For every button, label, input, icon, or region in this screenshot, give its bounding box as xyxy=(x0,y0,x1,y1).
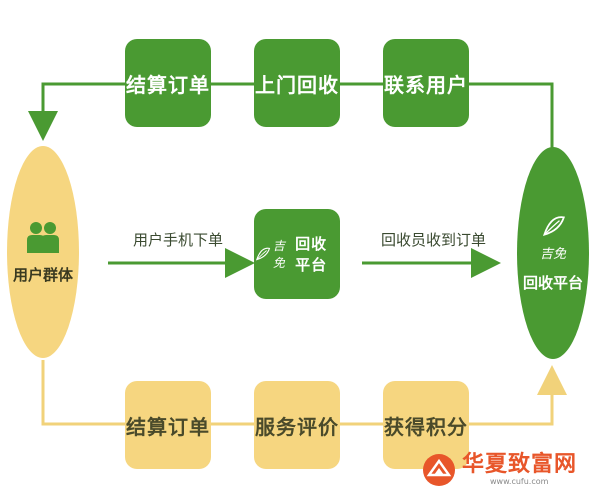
watermark-text: 华夏致富网 xyxy=(462,452,578,477)
bottom-box-earn-points: 获得积分 xyxy=(383,381,469,469)
label-collector-receives: 回收员收到订单 xyxy=(381,231,487,249)
right-logo-text: 吉免 xyxy=(539,247,566,262)
top-box-door-pickup: 上门回收 xyxy=(254,39,340,127)
center-platform-node: 吉免 回收平台 xyxy=(254,209,340,299)
center-platform-content: 吉免 回收平台 xyxy=(254,233,340,275)
top-box-settle-order-label: 结算订单 xyxy=(126,72,210,97)
right-platform-label: 回收平台 xyxy=(522,274,583,292)
right-platform-node: 吉免 回收平台 xyxy=(517,147,589,359)
watermark-url: www.cufu.com xyxy=(490,477,549,486)
bottom-box-service-review: 服务评价 xyxy=(254,381,340,469)
label-user-order: 用户手机下单 xyxy=(133,231,224,249)
users-icon xyxy=(27,221,59,253)
bottom-box-settle-order: 结算订单 xyxy=(125,381,211,469)
top-box-settle-order: 结算订单 xyxy=(125,39,211,127)
user-group-label: 用户群体 xyxy=(12,265,73,284)
watermark: 华夏致富网 www.cufu.com xyxy=(422,448,598,492)
top-box-door-pickup-label: 上门回收 xyxy=(255,72,339,97)
bottom-box-service-review-label: 服务评价 xyxy=(255,414,339,439)
top-box-contact-user: 联系用户 xyxy=(383,39,469,127)
leaf-logo-icon xyxy=(542,216,565,236)
center-logo-text: 吉免 xyxy=(272,239,286,270)
bottom-box-earn-points-label: 获得积分 xyxy=(384,414,468,439)
top-box-contact-user-label: 联系用户 xyxy=(384,72,468,97)
watermark-logo-icon xyxy=(423,454,455,486)
leaf-logo-icon xyxy=(255,247,271,261)
center-platform-label: 回收平台 xyxy=(295,235,328,274)
bottom-box-settle-order-label: 结算订单 xyxy=(126,414,210,439)
user-group-node: 用户群体 xyxy=(7,146,79,358)
